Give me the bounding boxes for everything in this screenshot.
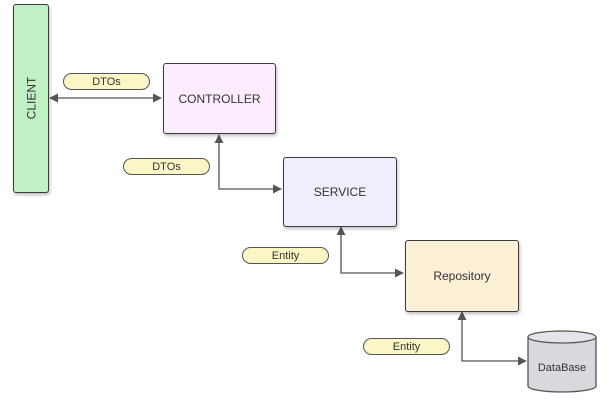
controller-service-connector: [214, 134, 282, 194]
repository-database-connector: [457, 311, 527, 366]
edge-label-text: Entity: [271, 249, 300, 262]
repository-database-edge-label: Entity: [363, 338, 450, 355]
service-node: SERVICE: [283, 157, 397, 227]
edge-label-text: DTOs: [92, 75, 121, 88]
service-repository-connector: [336, 226, 404, 278]
client-controller-edge-label: DTOs: [63, 73, 150, 90]
controller-label: CONTROLLER: [178, 91, 261, 106]
client-node: [13, 4, 49, 193]
database-node: DataBase: [528, 348, 596, 388]
edge-label-text: Entity: [392, 340, 421, 353]
controller-service-edge-label: DTOs: [123, 158, 210, 175]
repository-label: Repository: [433, 269, 491, 283]
client-label-wrap: CLIENT: [15, 4, 48, 192]
repository-node: Repository: [405, 240, 519, 312]
service-repository-edge-label: Entity: [242, 247, 329, 264]
edge-label-text: DTOs: [152, 160, 181, 173]
client-label: CLIENT: [24, 76, 39, 120]
service-label: SERVICE: [313, 185, 367, 199]
database-label: DataBase: [537, 362, 587, 374]
controller-node: CONTROLLER: [163, 63, 276, 134]
database-cylinder-icon: [527, 330, 597, 393]
